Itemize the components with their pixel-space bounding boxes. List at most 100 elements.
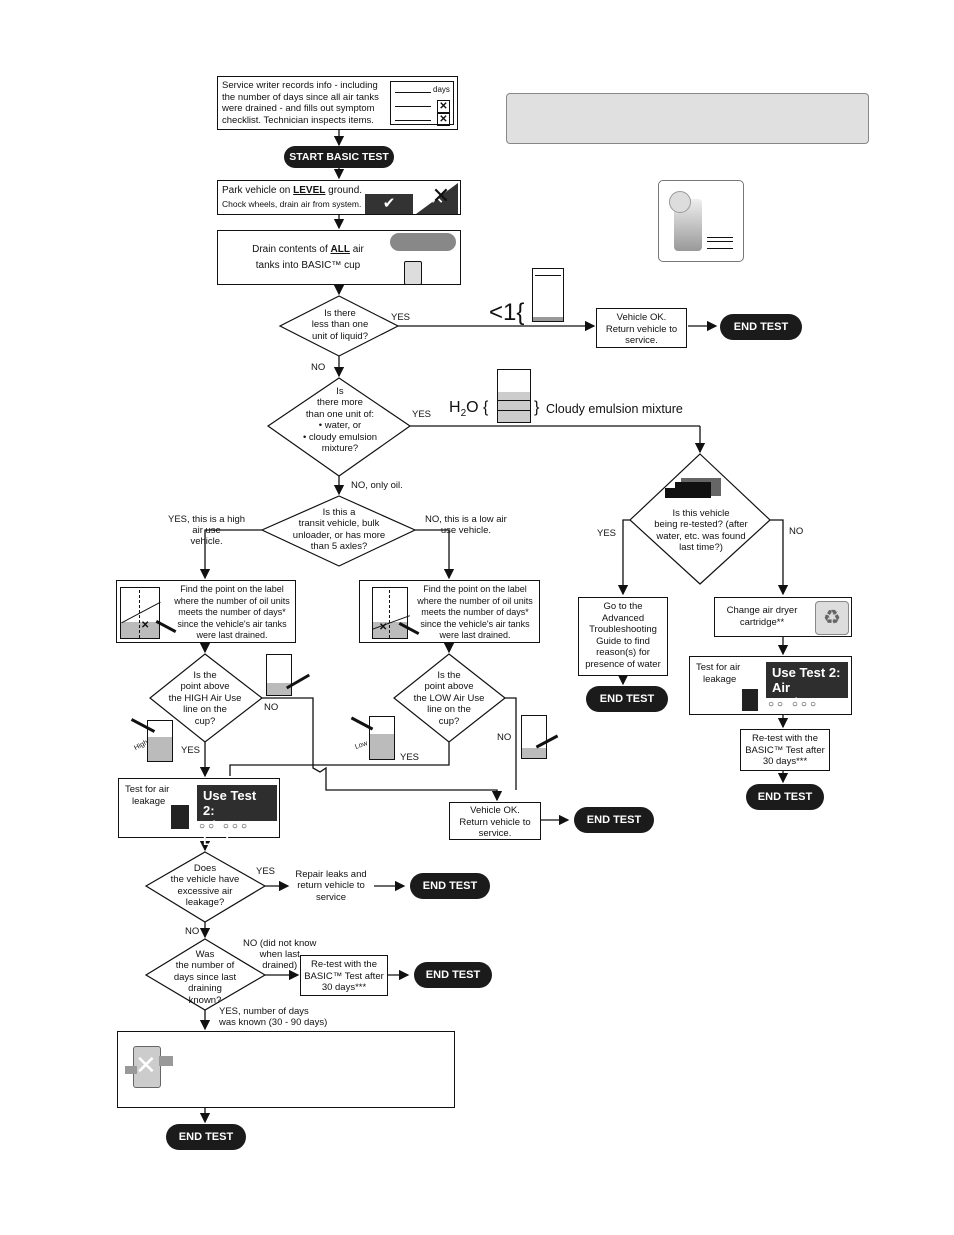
q-line: the vehicle have [170,874,240,886]
q-low-text: Is the point above the LOW Air Use line … [406,670,492,727]
q-line: Does [193,863,217,874]
retest-line: Re-test with the [311,959,377,970]
adv-line: reason(s) for [596,647,650,658]
drain-all-text: ALL [330,244,350,255]
q-days-yes-label: YES, number of days was known (30 - 90 d… [219,1006,327,1028]
find-line: since the vehicle's air tanks [177,618,287,629]
q-transit-no-label: NO, this is a low air use vehicle. [425,514,507,536]
decision-transit-diamond [260,495,417,567]
intro-line: Service writer records info - including [222,80,378,91]
q-line: • water, or [318,420,362,432]
slope-ground-x-mark: ✕ [431,183,451,208]
q-retest-no-label: NO [789,526,804,537]
adv-line: Go to the [603,601,643,612]
q-line: line on the [183,704,227,716]
ok-line: service. [625,335,658,346]
decision-leakage-diamond [144,851,267,923]
end-test-button-bottom[interactable]: END TEST [166,1124,246,1150]
h2o-rest: O { [466,399,489,416]
end-test-button-repair[interactable]: END TEST [410,873,490,899]
q-retest-text: Is this vehicle being re-tested? (after … [645,508,757,554]
q-line: NO (did not know [243,938,317,949]
q-leakage-yes-label: YES [256,866,276,877]
ok-line: Return vehicle to [459,816,531,828]
q-line: • cloudy emulsion [302,431,378,443]
q-high-no-label: NO [264,702,279,713]
q-line: Is this vehicle [672,508,730,519]
end-test-button-right[interactable]: END TEST [746,784,824,810]
q-line: being re-tested? (after [654,519,748,531]
adv-line: Guide to find [596,635,650,647]
q-line: Was [195,949,215,960]
low-cup-yes-icon [369,716,395,760]
q-line: drained) [262,960,298,971]
start-basic-test-button[interactable]: START BASIC TEST [284,146,394,168]
less-than-one-label: <1{ [489,299,525,326]
q-line: water, etc. was found [656,530,746,542]
panel-line: Air Leakage [203,818,256,848]
q-water-no-label: NO, only oil. [351,480,403,491]
q-days-no-label: NO (did not know when last drained) [243,938,316,971]
q-transit-yes-label: YES, this is a high air use vehicle. [168,514,245,547]
q-leakage-text: Does the vehicle have excessive air leak… [162,863,248,909]
high-cup-no-icon [266,654,292,696]
truck-icon [171,805,189,829]
q-line: unloader, or has more [292,529,386,541]
dryer-line: Change air dryer [726,605,798,616]
ok-line: Return vehicle to [605,323,678,335]
q-line: when last [259,949,300,960]
decision-low-diamond [393,653,506,743]
adv-line: presence of water [585,658,661,670]
q-line: point above [180,681,230,693]
vehicle-ok-box-2: Vehicle OK. Return vehicle to service. [449,802,541,840]
end-test-button-advanced[interactable]: END TEST [586,686,668,712]
q-line: Is the [437,670,461,681]
air-line: Test for air [125,784,170,795]
end-test-button-2[interactable]: END TEST [574,807,654,833]
intro-line: were drained - and fills out symptom [222,103,375,114]
q-line: air use [192,525,221,536]
air-tank-icon [390,233,456,251]
dryer-line: cartridge** [739,616,785,628]
drain-text-end: air [349,244,364,255]
park-vehicle-box: Park vehicle on LEVEL ground. Chock whee… [217,180,461,215]
q-line: excessive air [177,885,233,897]
form-days-label: days [433,85,450,94]
adv-line: Advanced [601,612,645,624]
air-line: leakage [132,795,166,807]
find-point-low-box: ✕ Find the point on the label where the … [359,580,540,643]
q-days-text: Was the number of days since last draini… [162,949,248,1006]
q-line: use vehicle. [440,525,491,536]
ok-line: service. [478,828,512,839]
air-tank-service-icon: ✕ [123,1044,173,1090]
q-water-text: Is there more than one unit of: • water,… [290,386,390,454]
q-line: was known (30 - 90 days) [219,1017,328,1028]
cloudy-emulsion-label: Cloudy emulsion mixture [546,402,683,416]
retest-line: Re-test with the [752,733,818,744]
find-line: where the number of oil units [174,595,290,606]
panel-line: Air Leakage [772,680,825,710]
use-test-2-panel: Use Test 2: Air Leakage [197,785,277,848]
q-line: Is this a [322,507,356,518]
adv-line: Troubleshooting [589,624,657,635]
decision-water-diamond [266,377,412,477]
repair-line: service [315,891,347,903]
q-retest-yes-label: YES [597,528,617,539]
q-line: cup? [194,715,216,727]
q-line: the LOW Air Use [413,692,485,704]
q-line: line on the [427,704,471,716]
wheels-icon: ○○ ○○○ [199,821,250,832]
h2o-sub: 2 [460,408,467,420]
q-high-yes-label: YES [181,745,201,756]
find-line: meets the number of days* [178,607,286,617]
end-test-button-retest[interactable]: END TEST [414,962,492,988]
air-line: leakage [703,673,737,685]
repair-line: return vehicle to [297,880,365,892]
q-line: days since last [173,971,237,983]
decision-retest-diamond [629,453,771,585]
low-label-cup-icon: ✕ [372,587,410,639]
ok-line: Vehicle OK. [470,805,520,816]
intro-line: the number of days since all air tanks [222,91,379,103]
end-test-button-1[interactable]: END TEST [720,314,802,340]
